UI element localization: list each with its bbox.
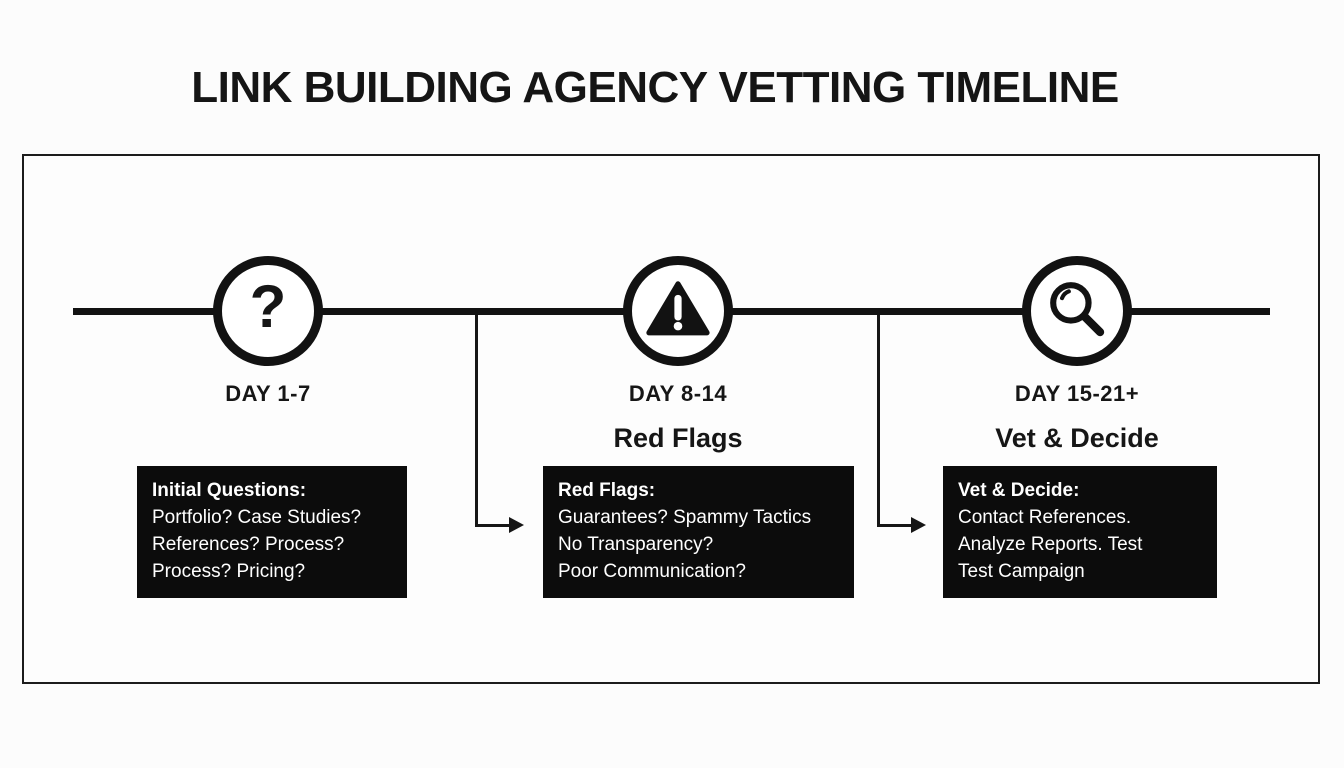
info-box-line: Process? Pricing?	[152, 561, 306, 582]
page-title: LINK BUILDING AGENCY VETTING TIMELINE	[191, 63, 1119, 112]
milestone-circle-day-8-14	[623, 256, 733, 366]
warning-triangle-icon	[645, 280, 711, 343]
info-box-line: Test Campaign	[958, 561, 1085, 582]
connector-line-vertical	[475, 315, 478, 526]
connector-line-vertical	[877, 315, 880, 526]
info-box-line: Analyze Reports. Test	[958, 534, 1143, 555]
info-box-heading: Vet & Decide:	[958, 480, 1080, 501]
phase-label-red-flags: Red Flags	[613, 423, 743, 453]
info-box-heading: Red Flags:	[558, 480, 656, 501]
milestone-circle-day-15-21	[1022, 256, 1132, 366]
question-mark-icon: ?	[249, 273, 287, 340]
timeline-frame	[22, 154, 1320, 684]
info-box-line: Guarantees? Spammy Tactics	[558, 507, 812, 528]
day-label-1: DAY 1-7	[225, 381, 311, 406]
connector-arrow-icon	[911, 517, 926, 533]
phase-label-vet-decide: Vet & Decide	[995, 423, 1159, 453]
info-box-line: References? Process?	[152, 534, 345, 555]
day-label-3: DAY 15-21+	[1014, 381, 1140, 406]
magnifier-icon	[1043, 275, 1111, 348]
info-box-red-flags: Red Flags: Guarantees? Spammy Tactics No…	[543, 466, 854, 598]
connector-arrow-icon	[509, 517, 524, 533]
connector-line-horizontal	[475, 524, 512, 527]
info-box-line: Portfolio? Case Studies?	[152, 507, 362, 528]
info-box-line: No Transparency?	[558, 534, 714, 555]
info-box-line: Contact References.	[958, 507, 1132, 528]
info-box-heading: Initial Questions:	[152, 480, 307, 501]
connector-line-horizontal	[877, 524, 914, 527]
info-box-line: Poor Communication?	[558, 561, 746, 582]
info-box-vet-decide: Vet & Decide: Contact References. Analyz…	[943, 466, 1217, 598]
info-box-initial-questions: Initial Questions: Portfolio? Case Studi…	[137, 466, 407, 598]
day-label-2: DAY 8-14	[628, 381, 728, 406]
milestone-circle-day-1-7: ?	[213, 256, 323, 366]
